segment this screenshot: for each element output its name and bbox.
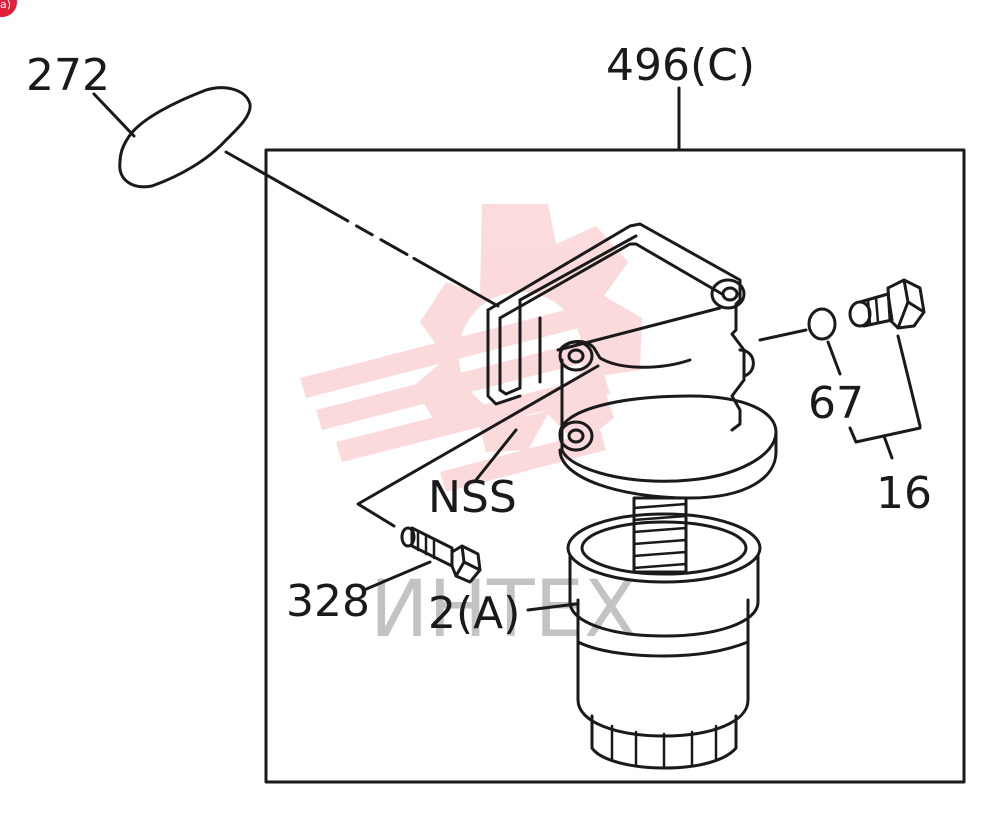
bolt-leader [362, 560, 432, 592]
corner-badge-text: a) [0, 0, 11, 11]
o-ring-leader [826, 340, 842, 376]
assembly-label: 496(C) [606, 40, 755, 91]
gasket-part [118, 86, 252, 189]
filter-leader [526, 602, 578, 612]
gasket-dashed-leader [224, 150, 500, 308]
watermark-text: ИНТЕХ [370, 565, 637, 655]
plug-group-bracket [848, 426, 922, 444]
bolt-label: 328 [286, 576, 370, 627]
oil-filter-part [566, 512, 762, 770]
plug-group-leader [882, 434, 894, 460]
plug-part [848, 278, 926, 330]
filter-head-part [486, 222, 778, 574]
o-ring-connection [758, 328, 808, 342]
bracket-leader [356, 364, 600, 528]
bracket-leader-2 [474, 428, 518, 482]
plug-group-label: 16 [876, 468, 932, 519]
gasket-leader [92, 92, 136, 138]
plug-leader [896, 334, 922, 428]
filter-label: 2(A) [428, 588, 520, 639]
o-ring-part [807, 307, 837, 341]
gasket-label: 272 [26, 50, 110, 101]
corner-badge: a) [0, 0, 17, 17]
bracket-label: NSS [428, 472, 517, 523]
bolt-part [400, 526, 482, 584]
assembly-frame [264, 148, 966, 784]
o-ring-label: 67 [808, 378, 864, 429]
